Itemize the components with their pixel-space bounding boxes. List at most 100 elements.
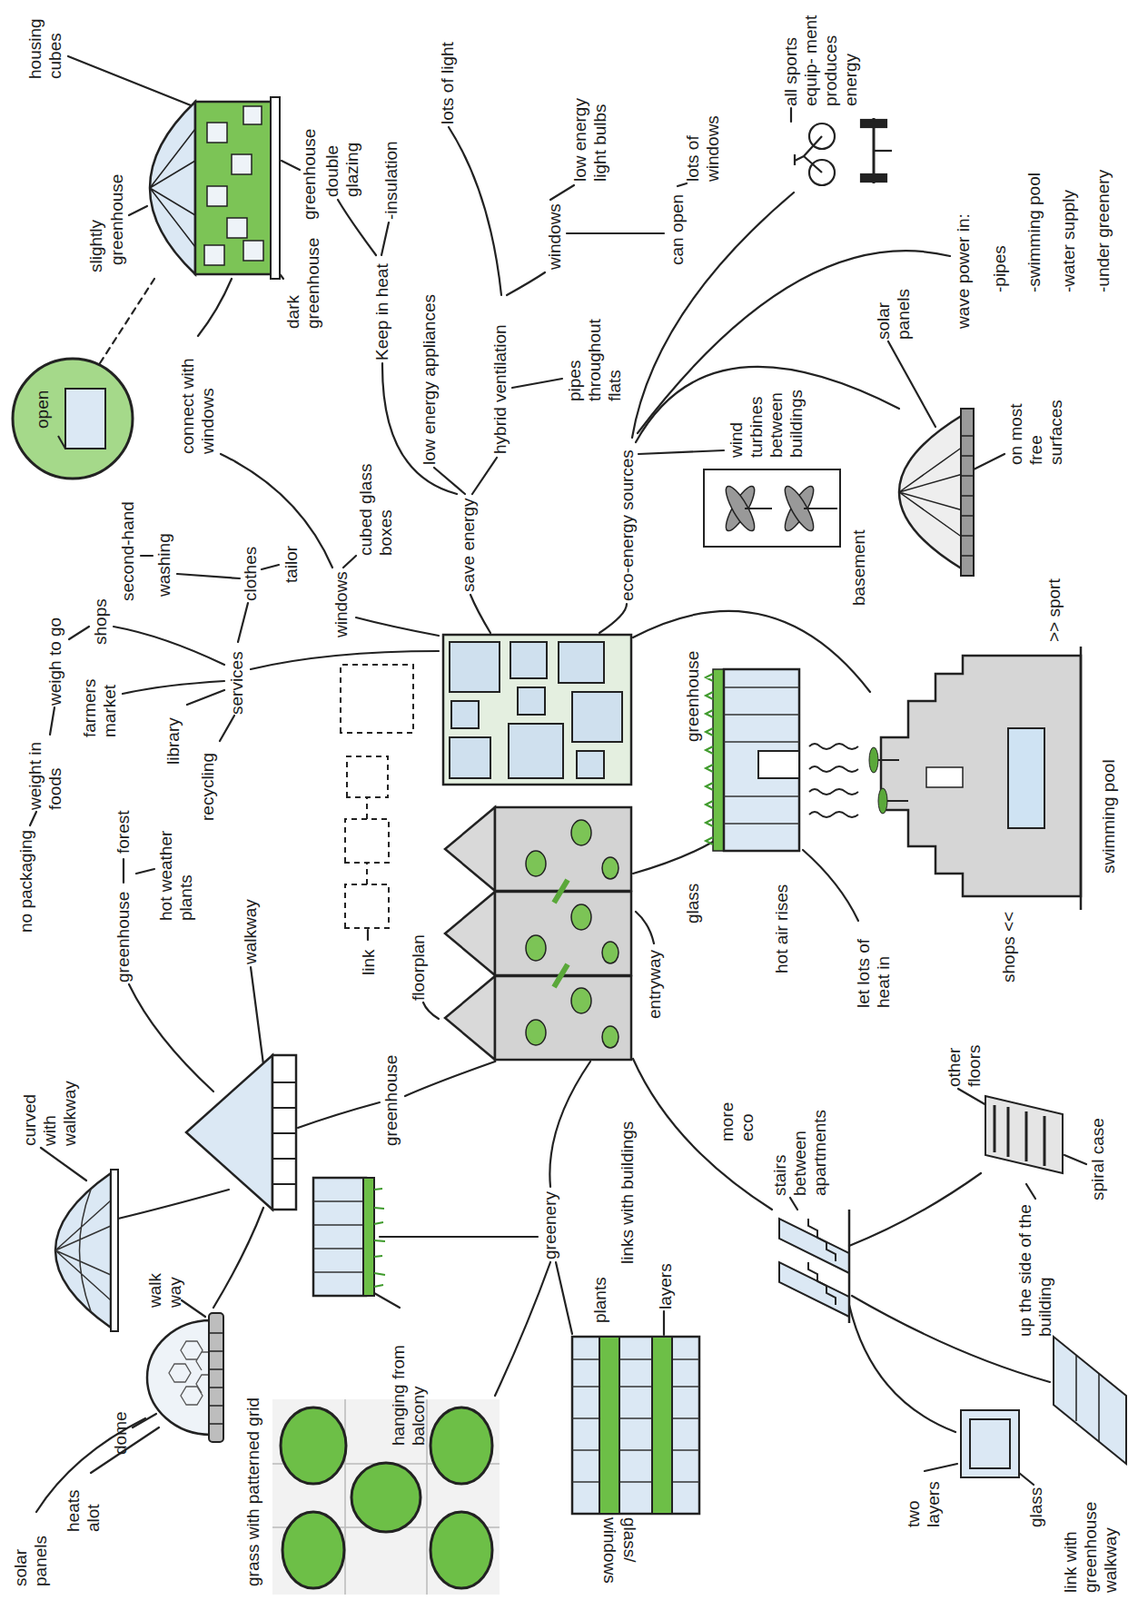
houses — [571, 904, 592, 931]
note-label: up the side of the building — [1015, 1200, 1056, 1337]
balcony — [374, 1188, 386, 1287]
note-label: more eco — [717, 1087, 758, 1142]
stairs — [779, 1262, 850, 1317]
note-label: grass with patterned grid — [243, 1397, 264, 1587]
hex-dome — [208, 1313, 224, 1443]
branch-line — [237, 603, 248, 643]
note-label: greenhouse — [299, 128, 320, 220]
note-label: wind turbines between buildings — [726, 366, 807, 458]
houses — [445, 807, 632, 1060]
note-label: windows — [331, 571, 352, 638]
note-label: tailor — [281, 545, 302, 584]
hex-dome — [147, 1313, 224, 1443]
glass-greenhouse — [712, 669, 724, 852]
note-label: greenhouse — [107, 174, 128, 266]
houses — [571, 820, 592, 846]
branch-line — [1064, 1155, 1087, 1165]
wind-turbines — [703, 469, 841, 547]
branch-line — [888, 341, 936, 427]
note-label: hybrid ventilation — [490, 324, 511, 455]
note-label: washing — [154, 533, 175, 597]
note-label: solar panels — [873, 267, 914, 340]
note-label: walkway — [240, 899, 261, 965]
note-label: lots of light — [437, 41, 458, 125]
grass-grid — [272, 1399, 500, 1595]
note-label: weight in foods — [25, 737, 66, 811]
note-label: dark greenhouse — [283, 228, 324, 329]
note-label: spiral case — [1088, 1118, 1109, 1201]
branch-line — [281, 160, 300, 170]
branch-line — [187, 690, 225, 705]
branch-line — [472, 457, 497, 495]
sports-equipment — [794, 136, 822, 173]
note-label: -swimming pool — [1024, 172, 1045, 293]
note-label: on most free surfaces — [1006, 383, 1067, 466]
pool-building — [878, 788, 888, 814]
note-label: pipes throughout flats — [564, 306, 625, 402]
hex-dome — [147, 1320, 211, 1435]
branch-line — [566, 232, 664, 235]
branch-line — [343, 555, 357, 568]
glass-greenhouse — [705, 673, 713, 845]
note-label: housing cubes — [25, 6, 66, 80]
note-label: other floors — [944, 1023, 985, 1088]
wind-turbines — [703, 469, 841, 547]
note-label: wave power in: — [953, 213, 974, 329]
note-label: entryway — [644, 949, 665, 1020]
branch-line — [633, 1058, 772, 1210]
houses — [571, 988, 592, 1014]
note-label: no packaging — [16, 830, 37, 933]
green-layers — [652, 1336, 673, 1515]
triangle-greenhouse — [272, 1055, 297, 1210]
housing-building — [243, 240, 264, 261]
note-label: links with buildings — [617, 1121, 638, 1265]
branch-line — [122, 859, 125, 883]
branch-line — [381, 222, 389, 256]
heat-waves — [809, 811, 859, 818]
branch-line — [220, 454, 333, 568]
branch-line — [549, 1061, 591, 1188]
branch-line — [494, 1262, 551, 1396]
pool-building — [1008, 728, 1045, 829]
branch-line — [40, 1147, 87, 1181]
branch-line — [677, 183, 687, 187]
sports-equipment — [794, 118, 892, 186]
cube-building — [443, 634, 632, 785]
note-label: dome — [110, 1411, 131, 1455]
branch-line — [297, 1102, 380, 1129]
note-label: shops << — [999, 911, 1020, 983]
curved-dome — [55, 1169, 119, 1332]
cube-building — [508, 723, 564, 779]
note-label: link — [358, 949, 379, 976]
note-label: -water supply — [1058, 189, 1079, 293]
branch-line — [181, 1300, 206, 1317]
houses — [494, 976, 632, 1060]
branch-line — [470, 594, 491, 634]
housing-building — [270, 97, 280, 279]
note-label: glass — [1026, 1487, 1047, 1528]
balcony — [313, 1201, 367, 1273]
houses — [445, 891, 495, 976]
branch-line — [790, 108, 792, 122]
houses — [554, 880, 568, 988]
solar-dome — [899, 415, 963, 570]
heat-waves — [809, 743, 859, 750]
note-label: connect with windows — [178, 336, 218, 455]
branch-line — [68, 56, 205, 111]
glass-greenhouse — [723, 687, 800, 824]
branch-line — [512, 378, 563, 388]
solar-dome — [960, 408, 974, 576]
houses — [445, 976, 495, 1060]
stairs — [779, 1209, 850, 1324]
note-label: services — [227, 651, 248, 715]
cube-building — [517, 687, 545, 715]
note-label: low energy appliances — [419, 294, 440, 466]
note-label: greenhouse — [682, 651, 703, 743]
branch-line — [29, 56, 1087, 1513]
note-label: floorplan — [408, 934, 429, 1001]
note-label: can open — [667, 194, 688, 266]
note-label: forest — [113, 810, 134, 854]
pool-building — [869, 646, 1081, 911]
two-layer-glass — [960, 1410, 1020, 1478]
branch-line — [973, 454, 1005, 470]
